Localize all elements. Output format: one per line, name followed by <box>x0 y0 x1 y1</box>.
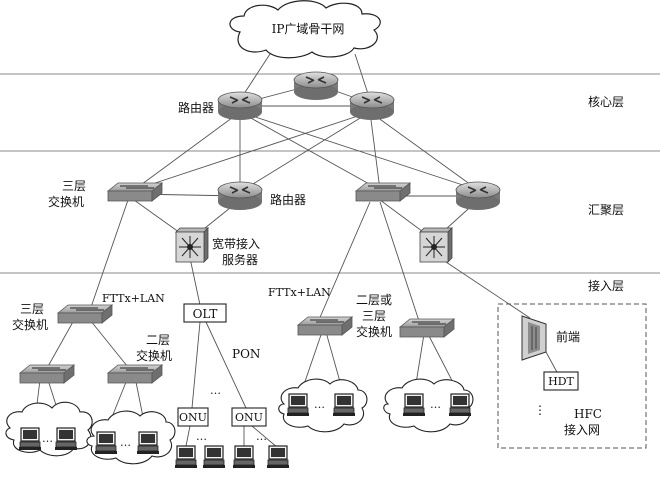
pc-dots-mid-b: … <box>430 398 441 411</box>
core-router-left <box>217 91 263 121</box>
pc-dots-mid-a: … <box>314 398 325 411</box>
wan-cloud-label: IP广域骨干网 <box>272 22 345 36</box>
layer-labels: 核心层 汇聚层 接入层 <box>588 95 624 293</box>
pc-6 <box>332 393 356 417</box>
olt-label: OLT <box>193 307 218 321</box>
core-router-label: 路由器 <box>178 100 214 115</box>
user-cloud-3 <box>278 378 368 433</box>
access-l2-switch-b <box>107 364 163 384</box>
access-left: 三层 交换机 FTTx+LAN 二层 交换机 … … <box>5 292 176 465</box>
core-routers: 路由器 <box>178 71 395 121</box>
pc-pon-1 <box>174 445 198 469</box>
pc-2 <box>54 427 78 451</box>
onu-box-1 <box>177 407 209 427</box>
access-l2-switch-a <box>19 364 75 384</box>
onu-label-2: ONU <box>235 411 263 424</box>
layer-aggregation: 汇聚层 <box>588 203 624 217</box>
headend-icon <box>521 315 547 361</box>
core-router-top <box>293 71 339 101</box>
hdt-label: HDT <box>548 375 574 388</box>
agg-router <box>217 181 263 211</box>
pon-label: PON <box>232 347 260 361</box>
pon-pc-dots-b: … <box>256 430 267 443</box>
layer-access: 接入层 <box>588 278 624 293</box>
headend-label: 前端 <box>556 329 580 344</box>
core-router-right <box>349 91 395 121</box>
agg-l3-switch-label-1: 三层 <box>62 179 86 193</box>
pc-8 <box>448 393 472 417</box>
hfc-label-2: 接入网 <box>564 422 600 437</box>
hfc-boundary <box>497 303 647 449</box>
access-l3-label-1: 三层 <box>20 302 44 316</box>
onu-box-2 <box>231 407 267 427</box>
bras-server-left <box>175 227 209 263</box>
pc-7 <box>402 393 426 417</box>
pon-section: OLT PON … ONU ONU … … <box>174 303 290 469</box>
agg-l3-switch-left <box>107 182 163 202</box>
access-l3-switch <box>57 304 113 324</box>
onu-label-1: ONU <box>179 411 207 424</box>
pc-pon-3 <box>232 445 256 469</box>
bras-label-2: 服务器 <box>222 252 258 267</box>
hdt-box <box>543 371 579 391</box>
access-switch-mid-a <box>297 316 353 336</box>
ftth-lan-left-label: FTTx+LAN <box>102 292 165 305</box>
pon-dots: … <box>210 384 221 397</box>
layer-dividers <box>0 73 660 274</box>
ftth-lan-mid-label: FTTx+LAN <box>268 286 331 299</box>
access-switch-mid-b <box>399 318 455 338</box>
user-cloud-1 <box>5 401 93 457</box>
bras-label-1: 宽带接入 <box>212 236 260 251</box>
pc-pon-2 <box>202 445 226 469</box>
agg-l3-switch-right <box>355 182 411 202</box>
hfc-section: 前端 HDT ⋮ HFC 接入网 <box>497 303 647 449</box>
olt-box <box>183 303 227 323</box>
pon-pc-dots-a: … <box>196 430 207 443</box>
hfc-dots: ⋮ <box>534 403 546 417</box>
agg-router-right <box>455 181 501 211</box>
aggregation-devices: 三层 交换机 路由器 宽带接入 服务器 <box>48 179 501 267</box>
pc-pon-4 <box>266 445 290 469</box>
agg-l3-switch-label-2: 交换机 <box>48 194 84 209</box>
pc-3 <box>94 431 118 455</box>
pc-4 <box>136 431 160 455</box>
layer-core: 核心层 <box>588 95 624 109</box>
pc-dots-a: … <box>42 432 53 445</box>
pc-1 <box>18 427 42 451</box>
pc-dots-b: … <box>120 436 131 449</box>
l2-or-l3-label-3: 交换机 <box>356 324 392 339</box>
access-l3-label-2: 交换机 <box>12 317 48 332</box>
agg-router-label: 路由器 <box>270 192 306 207</box>
hfc-label-1: HFC <box>574 407 602 421</box>
access-middle: FTTx+LAN 二层或 三层 交换机 … … <box>268 286 474 433</box>
wan-cloud: IP广域骨干网 <box>229 0 381 59</box>
l2-or-l3-label-1: 二层或 <box>356 293 392 307</box>
pc-5 <box>286 393 310 417</box>
l2-switch-label-1: 二层 <box>146 333 170 347</box>
bras-server-right <box>419 227 453 263</box>
l2-or-l3-label-2: 三层 <box>362 309 386 323</box>
l2-switch-label-2: 交换机 <box>136 348 172 363</box>
